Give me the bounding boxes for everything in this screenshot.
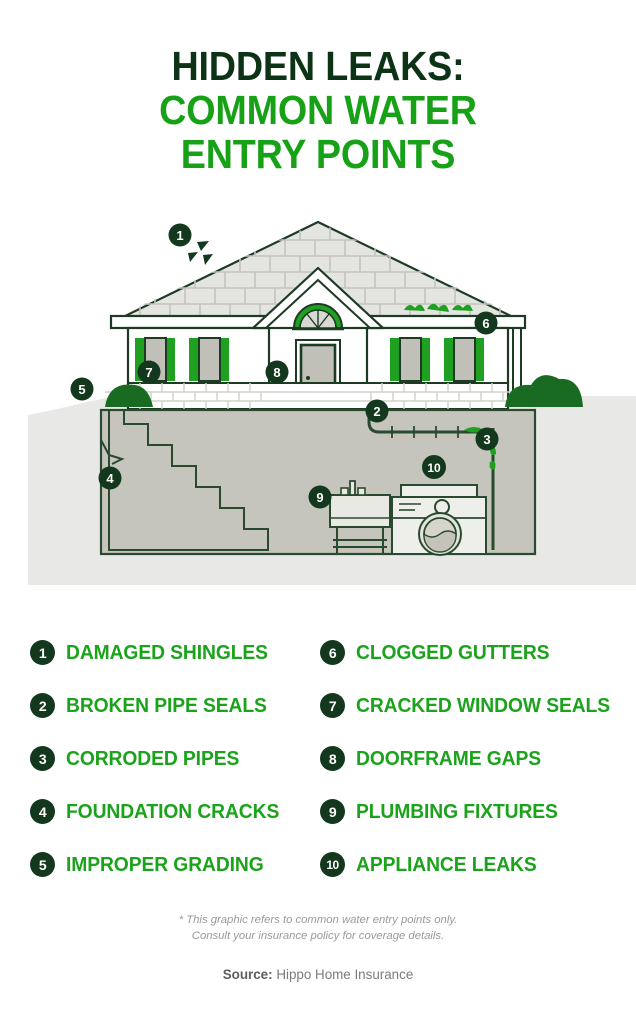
foundation-crack xyxy=(100,439,125,465)
legend-label-10: APPLIANCE LEAKS xyxy=(356,852,537,876)
brick-foundation xyxy=(105,382,531,410)
window-right-2 xyxy=(444,337,484,382)
legend-item-6: 6 CLOGGED GUTTERS xyxy=(320,626,636,679)
svg-text:7: 7 xyxy=(145,365,152,380)
legend-badge-1: 1 xyxy=(30,640,55,665)
window-left-2 xyxy=(189,337,229,382)
legend-item-4: 4 FOUNDATION CRACKS xyxy=(30,785,320,838)
svg-text:1: 1 xyxy=(176,228,183,243)
legend-item-9: 9 PLUMBING FIXTURES xyxy=(320,785,636,838)
marker-2: 2 xyxy=(365,399,389,423)
marker-7: 7 xyxy=(137,360,161,384)
legend-label-6: CLOGGED GUTTERS xyxy=(356,640,550,664)
legend-item-5: 5 IMPROPER GRADING xyxy=(30,838,320,891)
disclaimer-line-1: * This graphic refers to common water en… xyxy=(178,914,458,926)
legend-item-10: 10 APPLIANCE LEAKS xyxy=(320,838,636,891)
legend-label-5: IMPROPER GRADING xyxy=(66,852,264,876)
legend-item-7: 7 CRACKED WINDOW SEALS xyxy=(320,679,636,732)
window-right-1 xyxy=(390,337,430,382)
legend-badge-2: 2 xyxy=(30,693,55,718)
source-value: Hippo Home Insurance xyxy=(276,967,414,982)
basement xyxy=(99,408,537,556)
legend-item-2: 2 BROKEN PIPE SEALS xyxy=(30,679,320,732)
basement-sink xyxy=(329,480,391,554)
marker-1: 1 xyxy=(168,223,192,247)
legend-label-9: PLUMBING FIXTURES xyxy=(356,799,558,823)
marker-5: 5 xyxy=(70,377,94,401)
legend-label-8: DOORFRAME GAPS xyxy=(356,746,541,770)
footer: * This graphic refers to common water en… xyxy=(0,912,636,984)
page-title: HIDDEN LEAKS: COMMON WATER ENTRY POINTS xyxy=(0,44,636,176)
legend-label-4: FOUNDATION CRACKS xyxy=(66,799,280,823)
svg-text:5: 5 xyxy=(78,382,85,397)
marker-6: 6 xyxy=(474,311,498,335)
svg-text:6: 6 xyxy=(482,316,489,331)
legend: 1 DAMAGED SHINGLES 2 BROKEN PIPE SEALS 3… xyxy=(0,626,636,891)
washing-machine xyxy=(391,484,487,556)
source-label: Source: xyxy=(222,967,273,982)
legend-badge-6: 6 xyxy=(320,640,345,665)
legend-label-3: CORRODED PIPES xyxy=(66,746,240,770)
legend-label-1: DAMAGED SHINGLES xyxy=(66,640,268,664)
source-line: Source: Hippo Home Insurance xyxy=(0,966,636,984)
legend-badge-5: 5 xyxy=(30,852,55,877)
bush-right xyxy=(505,375,583,407)
legend-item-1: 1 DAMAGED SHINGLES xyxy=(30,626,320,679)
marker-4: 4 xyxy=(98,466,122,490)
basement-stairs xyxy=(108,411,269,551)
title-line-1: HIDDEN LEAKS: xyxy=(171,43,465,89)
gutter-debris xyxy=(404,303,473,312)
marker-10: 10 xyxy=(422,455,446,479)
marker-8: 8 xyxy=(265,360,289,384)
disclaimer-line-2: Consult your insurance policy for covera… xyxy=(191,930,445,942)
title-line-2: COMMON WATER xyxy=(159,87,477,133)
svg-text:10: 10 xyxy=(427,461,441,475)
svg-text:8: 8 xyxy=(273,365,280,380)
legend-item-3: 3 CORRODED PIPES xyxy=(30,732,320,785)
svg-text:9: 9 xyxy=(316,490,323,505)
marker-9: 9 xyxy=(308,485,332,509)
svg-text:3: 3 xyxy=(483,432,490,447)
damaged-shingles xyxy=(188,241,213,265)
house-illustration: 1 6 7 8 5 2 3 xyxy=(0,200,636,590)
fanlight xyxy=(292,303,344,331)
legend-column-right: 6 CLOGGED GUTTERS 7 CRACKED WINDOW SEALS… xyxy=(320,626,636,891)
marker-3: 3 xyxy=(475,427,499,451)
legend-badge-8: 8 xyxy=(320,746,345,771)
legend-badge-3: 3 xyxy=(30,746,55,771)
legend-badge-9: 9 xyxy=(320,799,345,824)
legend-label-2: BROKEN PIPE SEALS xyxy=(66,693,267,717)
svg-text:4: 4 xyxy=(106,471,114,486)
legend-label-7: CRACKED WINDOW SEALS xyxy=(356,693,610,717)
legend-badge-7: 7 xyxy=(320,693,345,718)
title-line-3: ENTRY POINTS xyxy=(180,131,456,177)
bush-left xyxy=(105,384,153,407)
svg-text:2: 2 xyxy=(373,404,380,419)
legend-item-8: 8 DOORFRAME GAPS xyxy=(320,732,636,785)
legend-badge-4: 4 xyxy=(30,799,55,824)
legend-column-left: 1 DAMAGED SHINGLES 2 BROKEN PIPE SEALS 3… xyxy=(30,626,320,891)
legend-badge-10: 10 xyxy=(320,852,345,877)
